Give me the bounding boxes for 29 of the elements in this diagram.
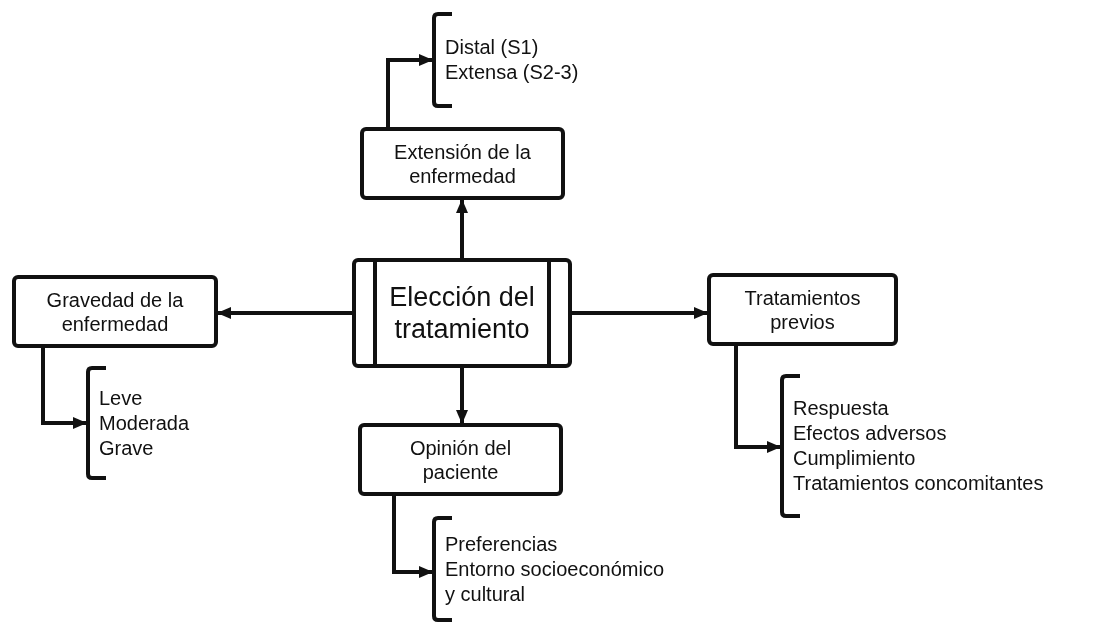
node-label: Opinión del paciente [408, 435, 513, 484]
process-box [707, 273, 898, 346]
node-label: Gravedad de la enfermedad [45, 287, 185, 336]
process-box [360, 127, 565, 200]
list-item: Grave [99, 435, 155, 461]
list-item: Cumplimiento [793, 446, 917, 471]
node-label: Elección del tratamiento [388, 280, 536, 346]
arrow [392, 496, 433, 578]
list-item: Tratamientos concomitantes [793, 471, 1045, 496]
predefined-process-box [352, 258, 572, 368]
arrow [572, 307, 708, 319]
arrow [456, 368, 468, 424]
arrow [41, 348, 87, 429]
list-item: Distal (S1) [445, 35, 540, 60]
process-box [12, 275, 218, 348]
arrow [734, 346, 781, 453]
list-item: Preferencias [445, 531, 559, 557]
list-item: Respuesta [793, 396, 890, 421]
list-item: Leve [99, 385, 144, 411]
list-item: Efectos adversos [793, 421, 948, 446]
list-item: Moderada [99, 410, 191, 436]
list-item: Extensa (S2-3) [445, 60, 580, 85]
list-item: Entorno socioeconómico y cultural [445, 556, 665, 607]
arrow [386, 54, 433, 127]
node-label: Tratamientos previos [743, 285, 862, 334]
arrow [217, 307, 352, 319]
arrow [456, 199, 468, 258]
node-label: Extensión de la enfermedad [393, 139, 532, 188]
process-box [358, 423, 563, 496]
